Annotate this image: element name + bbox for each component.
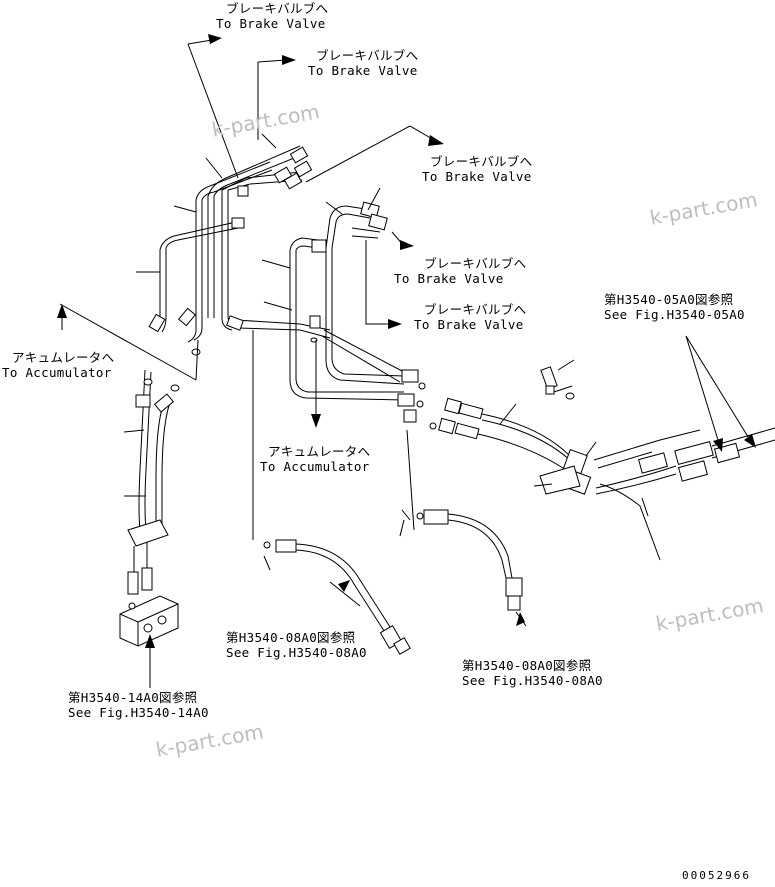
label-brake-valve-5-jp: ブレーキバルブへ (424, 302, 527, 317)
arrow-ref-08A0-right (516, 612, 525, 626)
arrow-brake-valve-4 (400, 240, 414, 250)
right-center-hose (401, 422, 523, 611)
arrow-brake-valve-1 (208, 34, 222, 44)
label-brake-valve-5-en: To Brake Valve (414, 317, 524, 332)
arrow-brake-valve-2 (282, 55, 296, 65)
arrow-brake-valve-5 (388, 319, 402, 329)
drawing-number: 00052966 (682, 869, 751, 882)
arrow-brake-valve-3 (428, 135, 444, 146)
label-brake-valve-5: ブレーキバルブへ To Brake Valve (414, 302, 527, 332)
arrow-ref-08A0-left (338, 580, 350, 592)
label-ref-05A0: 第H3540-05A0図参照 See Fig.H3540-05A0 (604, 292, 745, 322)
label-ref-08A0-left: 第H3540-08A0図参照 See Fig.H3540-08A0 (226, 630, 367, 660)
arrowheads (57, 34, 756, 648)
arrow-ref-05A0-b (744, 434, 756, 448)
label-ref-08A0-left-en: See Fig.H3540-08A0 (226, 645, 367, 660)
label-accumulator-left: アキュムレータへ To Accumulator (2, 350, 115, 380)
label-brake-valve-3-en: To Brake Valve (422, 169, 532, 184)
arrow-ref-14A0 (145, 634, 155, 648)
label-brake-valve-3: ブレーキバルブへ To Brake Valve (422, 154, 533, 184)
label-ref-14A0: 第H3540-14A0図参照 See Fig.H3540-14A0 (68, 690, 209, 720)
label-ref-08A0-right-en: See Fig.H3540-08A0 (462, 673, 603, 688)
right-tee-assembly (438, 366, 775, 561)
label-accumulator-center-en: To Accumulator (260, 459, 370, 474)
label-brake-valve-4-jp: ブレーキバルブへ (424, 256, 527, 271)
label-brake-valve-2-en: To Brake Valve (308, 63, 418, 78)
label-ref-05A0-en: See Fig.H3540-05A0 (604, 307, 745, 322)
label-ref-14A0-en: See Fig.H3540-14A0 (68, 705, 209, 720)
label-brake-valve-2-jp: ブレーキバルブへ (316, 48, 419, 63)
label-ref-14A0-jp: 第H3540-14A0図参照 (68, 690, 198, 705)
label-accumulator-left-jp: アキュムレータへ (12, 350, 115, 365)
left-hoses (119, 348, 201, 647)
label-ref-05A0-jp: 第H3540-05A0図参照 (604, 292, 734, 307)
arrow-accumulator-left (57, 304, 67, 318)
label-ref-08A0-right: 第H3540-08A0図参照 See Fig.H3540-08A0 (462, 658, 603, 688)
label-ref-08A0-left-jp: 第H3540-08A0図参照 (226, 630, 356, 645)
leader-lines (59, 39, 751, 688)
center-lower-hose (252, 330, 411, 655)
center-pipe-bundle (289, 201, 426, 423)
label-brake-valve-4-en: To Brake Valve (394, 271, 504, 286)
arrow-ref-05A0-a (713, 438, 723, 452)
label-brake-valve-4: ブレーキバルブへ To Brake Valve (394, 256, 527, 286)
label-brake-valve-1-jp: ブレーキバルブへ (226, 1, 329, 16)
label-brake-valve-1: ブレーキバルブへ To Brake Valve (216, 1, 329, 31)
label-accumulator-center-jp: アキュムレータへ (268, 444, 371, 459)
label-brake-valve-1-en: To Brake Valve (216, 16, 326, 31)
label-brake-valve-3-jp: ブレーキバルブへ (430, 154, 533, 169)
label-accumulator-left-en: To Accumulator (2, 365, 112, 380)
label-brake-valve-2: ブレーキバルブへ To Brake Valve (308, 48, 419, 78)
label-accumulator-center: アキュムレータへ To Accumulator (260, 444, 371, 474)
label-ref-08A0-right-jp: 第H3540-08A0図参照 (462, 658, 592, 673)
left-pipe-bundle (148, 145, 331, 343)
arrow-accumulator-center (311, 414, 321, 428)
